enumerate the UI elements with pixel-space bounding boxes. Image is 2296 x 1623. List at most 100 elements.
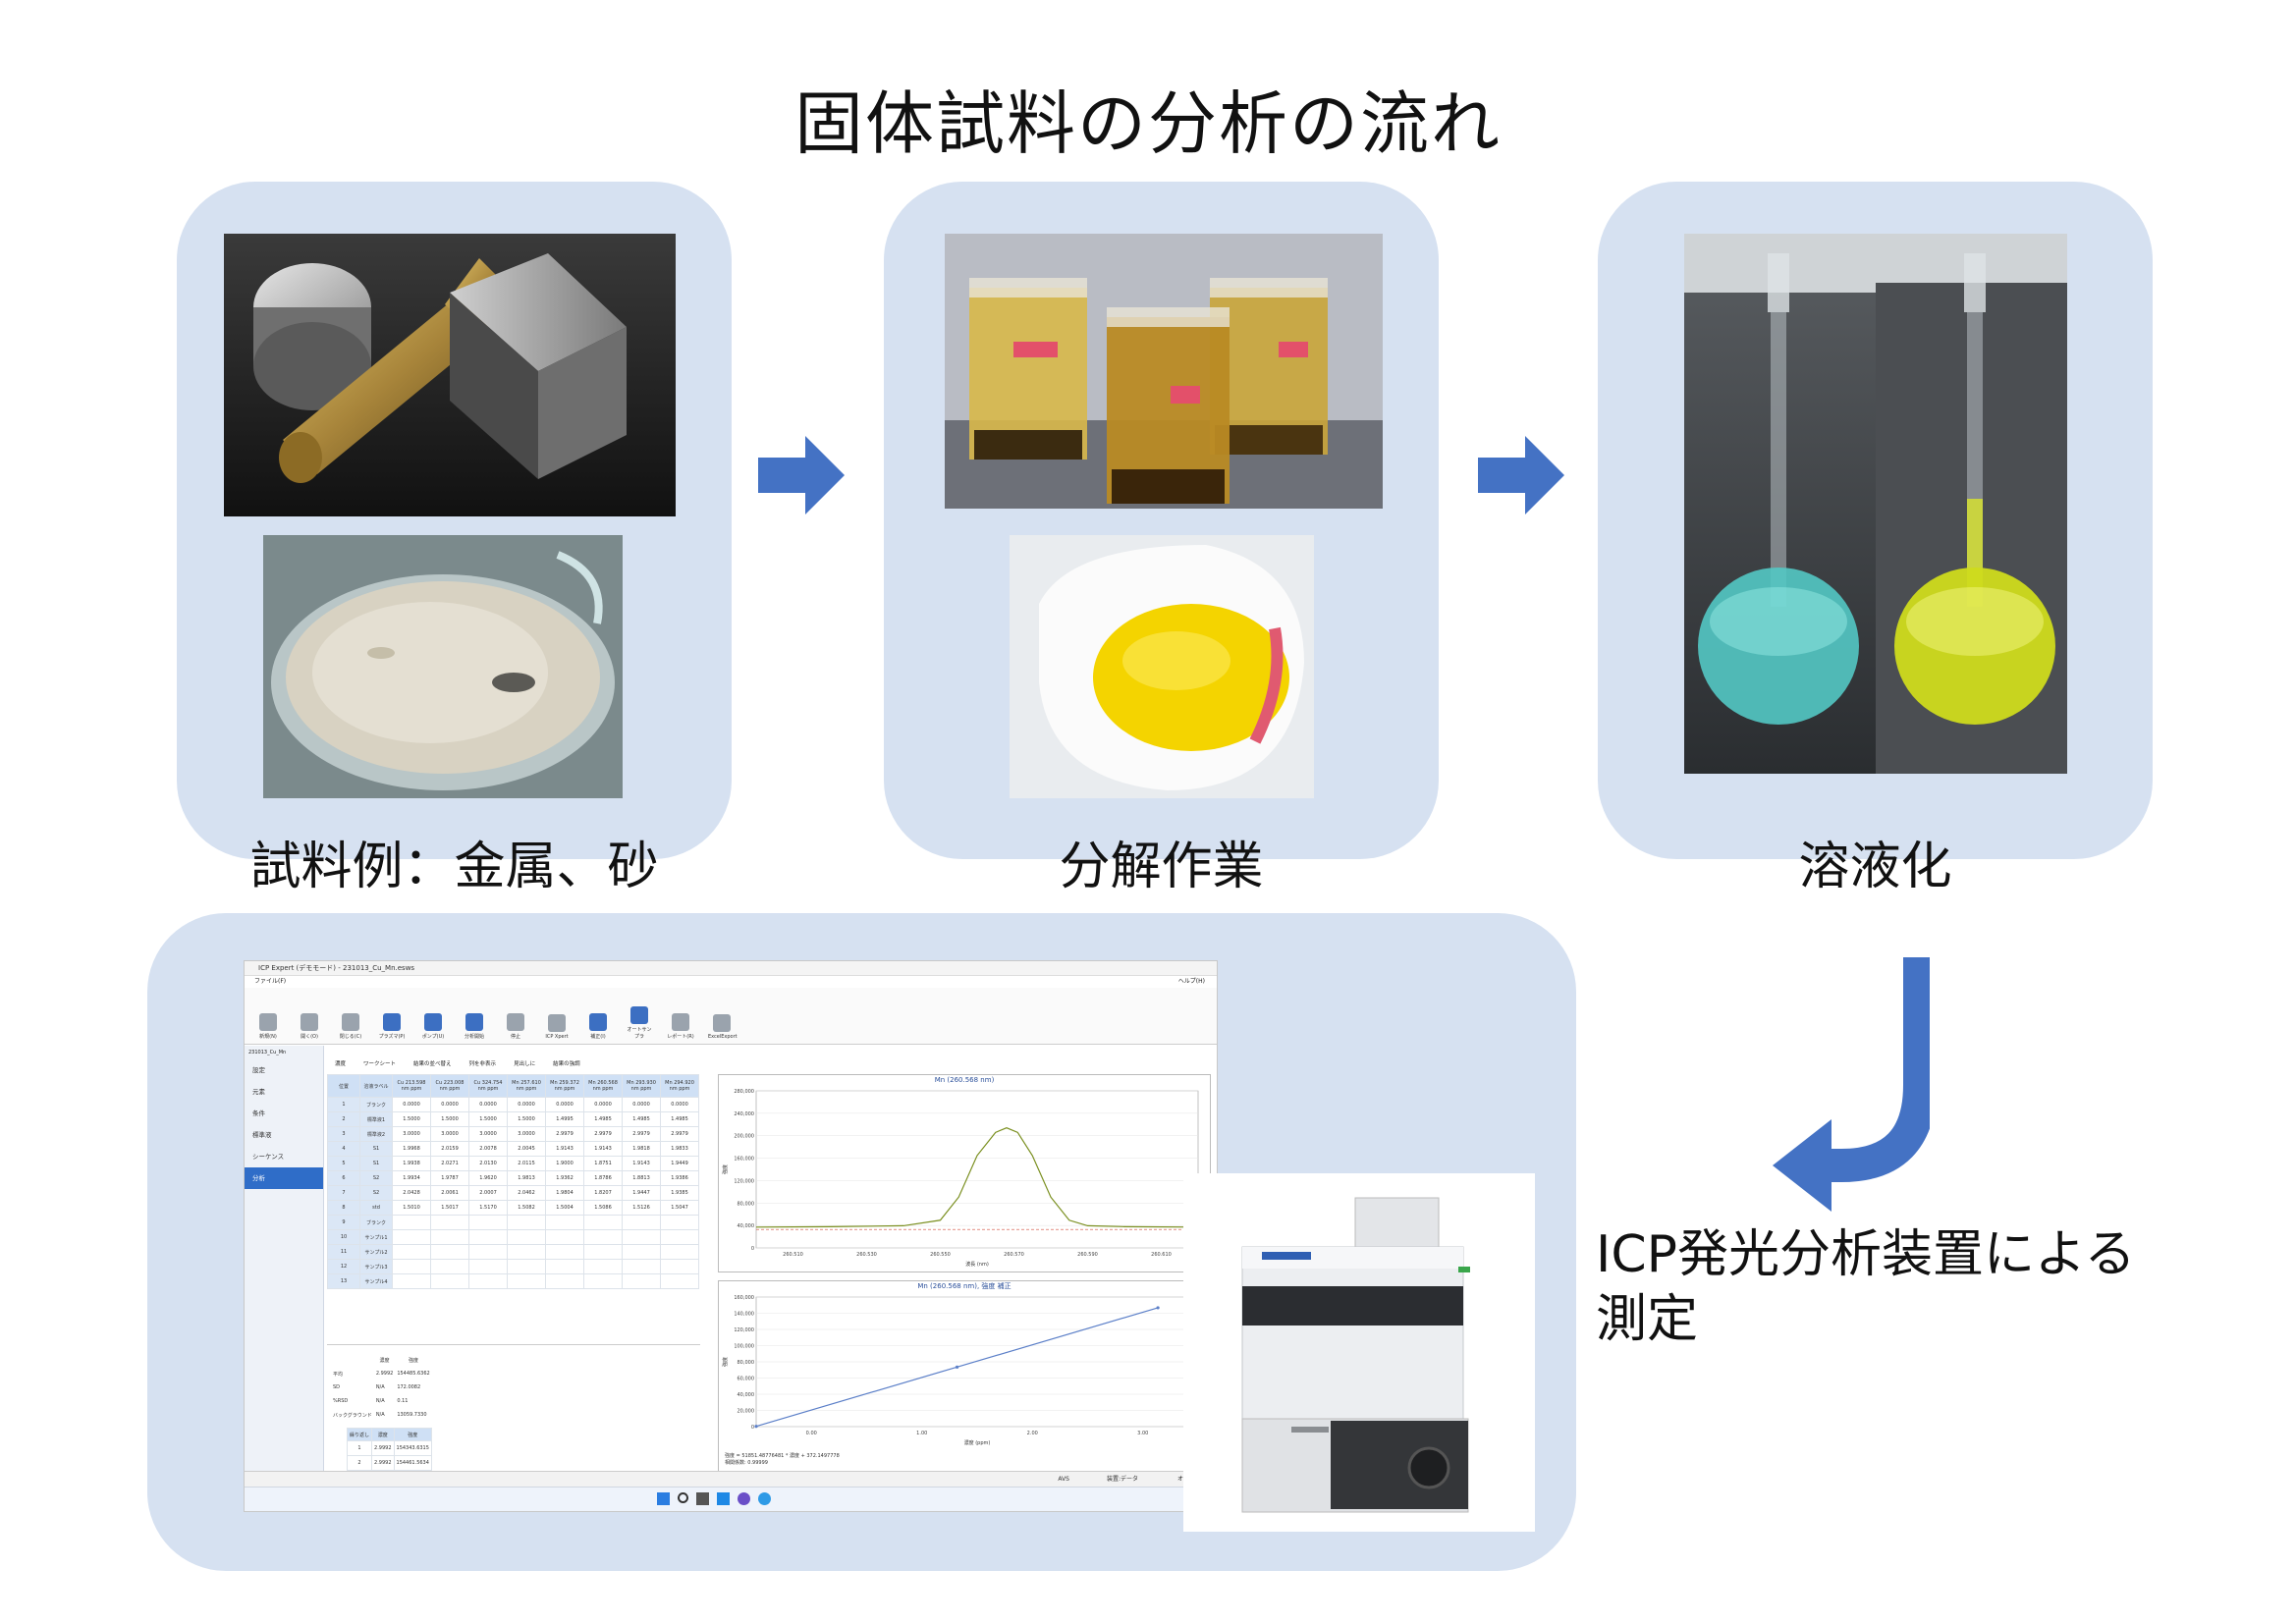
table-cell: 12: [327, 1259, 360, 1274]
table-header[interactable]: Mn 257.610 nm ppm: [507, 1074, 546, 1098]
toolbar-hide-columns[interactable]: 列を非表示: [468, 1061, 497, 1067]
play-icon: [465, 1013, 483, 1031]
sidebar-item-standards[interactable]: 標準液: [252, 1131, 272, 1139]
autosampler-button[interactable]: オートサンプラ: [626, 1006, 653, 1040]
table-cell: 0.0000: [507, 1097, 546, 1112]
table-cell: [660, 1244, 699, 1260]
icp-xpert-button[interactable]: ICP Xpert: [543, 1014, 571, 1040]
table-cell: 10: [327, 1229, 360, 1245]
close-icon: [342, 1013, 359, 1031]
excel-export-button[interactable]: ExcelExport: [708, 1014, 738, 1040]
table-header[interactable]: Mn 293.930 nm ppm: [622, 1074, 661, 1098]
stop-button[interactable]: 停止: [502, 1013, 529, 1040]
status-device: 装置:データ: [1106, 1476, 1138, 1483]
table-header[interactable]: Cu 223.008 nm ppm: [430, 1074, 469, 1098]
table-cell: 2.0078: [468, 1141, 508, 1157]
y-tick-label: 160,000: [734, 1295, 754, 1301]
icp-software-window: ICP Expert (デモモード) - 231013_Cu_Mn.esws フ…: [244, 960, 1218, 1512]
app-icon[interactable]: [717, 1492, 730, 1505]
y-tick-label: 100,000: [734, 1344, 754, 1350]
table-cell: 1.9934: [392, 1170, 431, 1186]
table-header[interactable]: 位置: [327, 1074, 360, 1098]
app-icon[interactable]: [696, 1492, 709, 1505]
y-tick-label: 80,000: [738, 1201, 755, 1207]
toolbar-concentration[interactable]: 濃度: [335, 1061, 347, 1067]
app-icon[interactable]: [738, 1492, 750, 1505]
stats-cell: N/A: [375, 1384, 385, 1390]
table-cell: 1.4985: [622, 1111, 661, 1127]
report-button[interactable]: レポート(R): [667, 1013, 694, 1040]
toolbar-highlight[interactable]: 結果の強調: [553, 1061, 580, 1067]
open-button[interactable]: 開く(O): [296, 1013, 323, 1040]
file-menu[interactable]: ファイル(F): [254, 978, 287, 985]
start-icon[interactable]: [657, 1492, 670, 1505]
sidebar-item-settings[interactable]: 設定: [252, 1066, 265, 1074]
table-header[interactable]: 溶液ラベル: [359, 1074, 393, 1098]
sidebar-item-conditions[interactable]: 条件: [252, 1109, 265, 1117]
correction-icon: [589, 1013, 607, 1031]
y-tick-label: 0: [751, 1246, 754, 1252]
table-cell: [622, 1229, 661, 1245]
table-cell: [392, 1229, 431, 1245]
table-cell: 2.9979: [545, 1126, 584, 1142]
pump-icon: [424, 1013, 442, 1031]
toolbar-headers[interactable]: 見出しに: [514, 1061, 536, 1067]
close-button[interactable]: 閉じる(C): [337, 1013, 364, 1040]
replicate-cell: 2: [346, 1455, 373, 1471]
table-header[interactable]: Cu 324.754 nm ppm: [468, 1074, 508, 1098]
table-header[interactable]: Mn 259.372 nm ppm: [545, 1074, 584, 1098]
status-avs: AVS: [1058, 1476, 1069, 1483]
table-cell: 1.9449: [660, 1156, 699, 1171]
sidebar-item-elements[interactable]: 元素: [252, 1088, 265, 1096]
table-header[interactable]: Mn 294.920 nm ppm: [660, 1074, 699, 1098]
right-arrow-icon: [758, 436, 845, 514]
table-header[interactable]: Cu 213.598 nm ppm: [392, 1074, 431, 1098]
pump-button[interactable]: ポンプ(U): [419, 1013, 447, 1040]
table-cell: 2.9979: [583, 1126, 623, 1142]
calibration-title: Mn (260.568 nm), 強度 補正: [917, 1282, 1011, 1290]
table-cell: 1.5086: [583, 1200, 623, 1216]
table-cell: 1.5000: [507, 1111, 546, 1127]
table-cell: 0.0000: [392, 1097, 431, 1112]
plot-area: [755, 1090, 1199, 1249]
sidebar-item-analysis[interactable]: 分析: [245, 1167, 323, 1189]
table-cell: 1.9362: [545, 1170, 584, 1186]
sidebar-item-sequence[interactable]: シーケンス: [252, 1153, 285, 1161]
table-cell: [392, 1273, 431, 1289]
search-icon[interactable]: [678, 1492, 688, 1503]
toolbar-sort[interactable]: 結果の並べ替え: [413, 1061, 452, 1067]
plasma-button[interactable]: プラズマ(P): [378, 1013, 406, 1040]
data-point: [1156, 1306, 1160, 1310]
correction-button[interactable]: 補正(I): [584, 1013, 612, 1040]
toolbar-worksheet[interactable]: ワークシート: [363, 1061, 397, 1067]
table-cell: ブランク: [359, 1215, 393, 1230]
table-cell: 2.0428: [392, 1185, 431, 1201]
sidebar-tab[interactable]: 231013_Cu_Mn: [248, 1050, 287, 1055]
help-menu[interactable]: ヘルプ(H): [1177, 978, 1205, 985]
stats-cell: N/A: [375, 1398, 385, 1404]
curved-down-left-arrow-icon: [1773, 957, 1930, 1212]
run-button[interactable]: 分析開始: [461, 1013, 488, 1040]
table-header[interactable]: Mn 260.568 nm ppm: [583, 1074, 623, 1098]
app-icon[interactable]: [758, 1492, 771, 1505]
y-tick-label: 160,000: [734, 1157, 754, 1163]
new-button[interactable]: 新規(N): [254, 1013, 282, 1040]
stats-cell: 0.11: [397, 1398, 409, 1404]
table-cell: 0.0000: [468, 1097, 508, 1112]
x-tick-label: 260.610: [1151, 1252, 1172, 1258]
